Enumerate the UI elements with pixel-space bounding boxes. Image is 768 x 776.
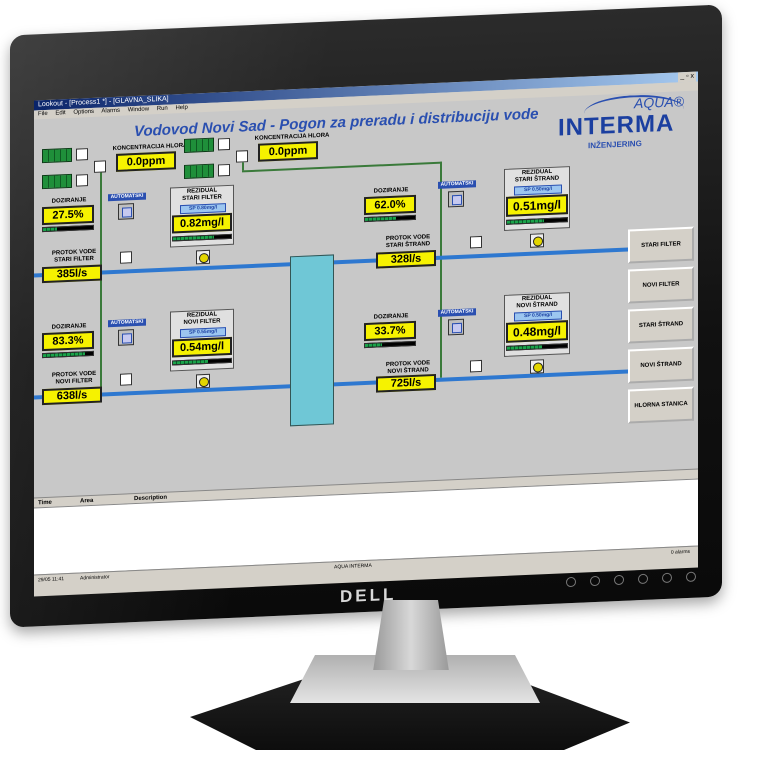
menu-edit[interactable]: Edit <box>55 110 66 117</box>
chlorine-tank <box>184 163 214 179</box>
flow-meter[interactable] <box>120 373 132 386</box>
auto-mode-badge[interactable]: AUTOMATSKI <box>438 180 476 189</box>
status-center: AQUA INTERMA <box>334 562 372 571</box>
menu-run[interactable]: Run <box>156 105 168 113</box>
dosing-value-novi-filter: 83.3% <box>42 330 94 352</box>
flow-meter[interactable] <box>120 251 132 264</box>
chlorine-line <box>440 161 442 378</box>
status-time: 29/05 11:41 <box>38 576 65 584</box>
chlorine-tank <box>42 173 72 190</box>
analyzer-icon[interactable] <box>530 359 544 374</box>
analyzer-icon[interactable] <box>196 249 210 265</box>
dosing-value-stari-filter: 27.5% <box>42 204 94 226</box>
menu-window[interactable]: Window <box>127 106 150 114</box>
flow-value-novi-filter: 638l/s <box>42 386 102 406</box>
residual-value-novi-filter: 0.54mg/l <box>172 336 232 358</box>
dosing-bar <box>42 224 94 233</box>
dosing-value-stari-strand: 62.0% <box>364 194 416 216</box>
chlorine-line <box>242 162 244 171</box>
hmi-canvas: Vodovod Novi Sad - Pogon za preradu i di… <box>34 90 698 498</box>
auto-mode-badge[interactable]: AUTOMATSKI <box>108 192 146 202</box>
chlorine-value: 0.0ppm <box>116 151 176 172</box>
chlorine-line <box>100 172 102 393</box>
tank-switch[interactable] <box>218 137 230 151</box>
screen: Lookout - [Process1 *] - [GLAVNA_SLIKA] … <box>34 71 698 597</box>
dosing-pump[interactable] <box>118 203 134 220</box>
chlorine-line <box>242 161 442 173</box>
flow-label-line2: NOVI FILTER <box>55 377 93 386</box>
chlorine-value: 0.0ppm <box>258 141 318 162</box>
flow-value-novi-strand: 725l/s <box>376 373 436 393</box>
chlorinator[interactable] <box>94 160 106 173</box>
flow-label-line2: STARI FILTER <box>54 255 94 264</box>
flow-value-stari-strand: 328l/s <box>376 249 436 269</box>
tank-switch[interactable] <box>218 163 230 177</box>
dosing-bar <box>364 214 416 223</box>
dosing-bar <box>42 350 94 359</box>
residual-label-line2: NOVI ŠTRAND <box>516 301 558 310</box>
dosing-pump[interactable] <box>448 318 464 336</box>
nav-button-stari-strand[interactable]: STARI ŠTRAND <box>628 306 694 344</box>
auto-mode-badge[interactable]: AUTOMATSKI <box>438 308 476 317</box>
nav-button-novi-filter[interactable]: NOVI FILTER <box>628 266 694 304</box>
flow-label-line2: STARI ŠTRAND <box>385 241 431 250</box>
dosing-value-novi-strand: 33.7% <box>364 320 416 342</box>
analyzer-icon[interactable] <box>196 373 210 389</box>
analyzer-icon[interactable] <box>530 233 544 248</box>
status-alarms: 0 alarms <box>670 548 690 556</box>
auto-mode-badge[interactable]: AUTOMATSKI <box>108 318 146 328</box>
residual-value-novi-strand: 0.48mg/l <box>506 320 568 343</box>
aqua-interma-logo: AQUA® INTERMA INŽENJERING <box>554 93 694 159</box>
status-user: Administrator <box>80 574 110 582</box>
residual-label-line2: STARI ŠTRAND <box>514 175 560 184</box>
nav-button-novi-strand[interactable]: NOVI ŠTRAND <box>628 346 694 384</box>
flow-meter[interactable] <box>470 235 482 249</box>
chlorine-tank <box>42 147 72 164</box>
nav-button-hlorna-stanica[interactable]: HLORNA STANICA <box>628 386 694 424</box>
residual-label-line2: STARI FILTER <box>182 194 222 203</box>
dosing-pump[interactable] <box>448 190 464 208</box>
tank-switch[interactable] <box>76 174 88 187</box>
monitor-stand-neck <box>373 600 449 670</box>
dosing-pump[interactable] <box>118 329 134 346</box>
menu-help[interactable]: Help <box>175 104 188 112</box>
flow-value-stari-filter: 385l/s <box>42 264 102 284</box>
tank-switch[interactable] <box>76 148 88 161</box>
flow-meter[interactable] <box>470 359 482 373</box>
monitor-bezel: Lookout - [Process1 *] - [GLAVNA_SLIKA] … <box>10 4 722 628</box>
logo-interma: INTERMA <box>558 109 675 142</box>
residual-value-stari-strand: 0.51mg/l <box>506 194 568 217</box>
chlorine-tank <box>184 137 214 153</box>
chlorinator[interactable] <box>236 150 248 163</box>
nav-button-stari-filter[interactable]: STARI FILTER <box>628 226 694 264</box>
menu-file[interactable]: File <box>38 110 48 118</box>
logo-aqua: AQUA® <box>634 93 684 112</box>
dosing-bar <box>364 340 416 349</box>
residual-label-line2: NOVI FILTER <box>183 318 221 326</box>
logo-inzenjering: INŽENJERING <box>588 138 642 151</box>
residual-value-stari-filter: 0.82mg/l <box>172 212 232 234</box>
menu-options[interactable]: Options <box>73 108 95 116</box>
filter-tank <box>290 254 334 427</box>
menu-alarms[interactable]: Alarms <box>101 107 121 115</box>
